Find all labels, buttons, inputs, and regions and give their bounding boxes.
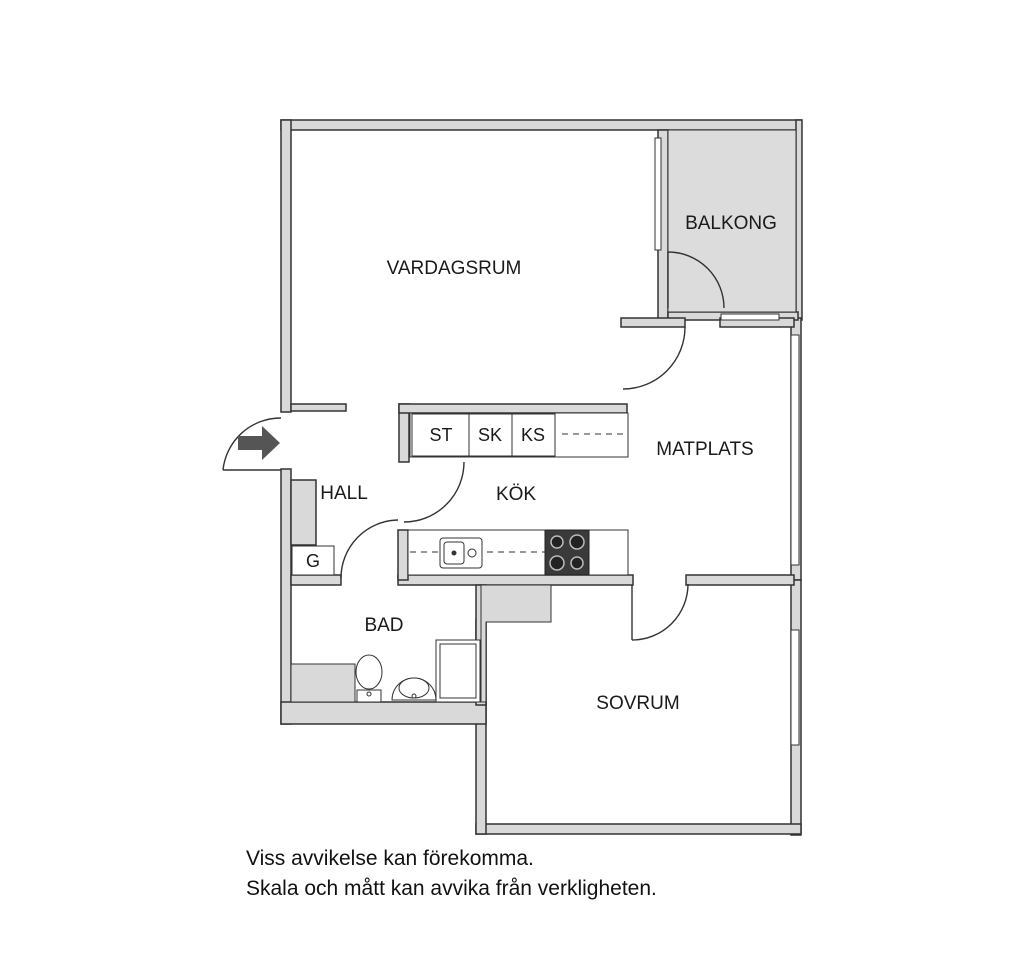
room-label-hall: HALL [320,483,368,504]
disclaimer-line-1: Viss avvikelse kan förekomma. [246,847,534,870]
room-label-kok: KÖK [496,484,536,505]
cooktop-icon [544,529,590,576]
shower-icon [435,639,481,703]
entrance-arrow-icon [238,426,280,460]
room-label-sovrum: SOVRUM [596,693,679,714]
room-label-matplats: MATPLATS [656,439,753,460]
room-label-bad: BAD [364,615,403,636]
washbasin-icon [391,677,437,701]
appliance-label-g: G [306,551,320,571]
room-label-balkong: BALKONG [685,213,777,234]
bad-wall-fill [290,663,356,703]
appliance-label-ks: KS [521,425,545,445]
balcony-area [667,129,797,313]
lower-counter [407,529,629,576]
toilet-icon [355,654,383,703]
upper-counter [409,412,629,458]
disclaimer-line-2: Skala och mått kan avvika från verklighe… [246,877,657,900]
room-label-vardagsrum: VARDAGSRUM [387,258,522,279]
appliance-label-st: ST [429,425,452,445]
balcony-windows [654,137,800,746]
g-cabinet [291,545,335,576]
door-swings [222,251,725,641]
shaft-fill [480,584,552,703]
appliance-label-sk: SK [478,425,502,445]
